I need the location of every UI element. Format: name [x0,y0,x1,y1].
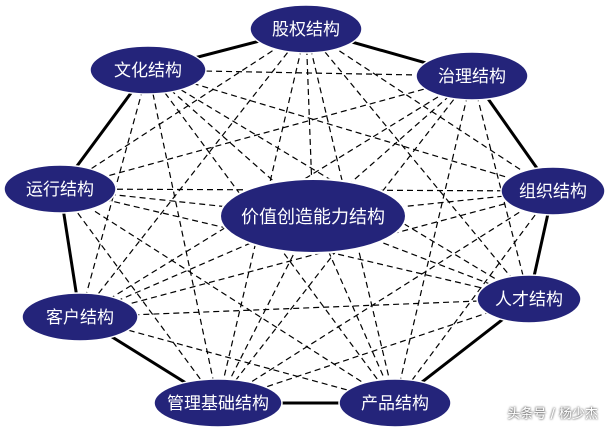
node-ellipse [89,45,207,95]
dashed-link [217,75,473,404]
node-ellipse [338,378,452,428]
dashed-link [79,316,396,404]
center-label: 价值创造能力结构 [241,207,385,228]
dashed-link [79,28,307,318]
node-label: 治理结构 [438,67,506,87]
dashed-link [305,28,554,192]
watermark: 头条号 / 杨少杰 [507,407,598,422]
dashed-link [59,188,219,404]
node-governance: 治理结构 [415,51,529,101]
node-label: 管理基础结构 [167,394,269,414]
dashed-link [79,190,554,318]
node-organization: 组织结构 [500,166,606,216]
node-label: 运行结构 [26,180,94,200]
center-node: 价值创造能力结构 [219,178,407,254]
node-label: 文化结构 [114,61,182,81]
node-management: 管理基础结构 [153,378,283,428]
dashed-link [471,75,530,300]
dashed-link [59,75,473,190]
dashed-link [79,69,149,318]
node-ellipse [415,51,529,101]
node-operation: 运行结构 [3,164,117,214]
node-customer: 客户结构 [21,292,139,342]
node-label: 客户结构 [46,308,114,328]
dashed-link [305,28,530,300]
dashed-center-link [312,75,473,217]
dashed-link [59,28,307,190]
dashed-link [147,69,219,404]
dashed-link [59,188,554,192]
dashed-link [79,298,530,318]
dashed-link [394,75,473,404]
node-culture: 文化结构 [89,45,207,95]
node-ellipse [476,274,582,324]
node-ellipse [500,166,606,216]
node-ellipse [3,164,117,214]
node-label: 股权结构 [272,20,340,40]
node-ellipse [249,4,363,54]
dashed-link [217,298,530,404]
node-talent: 人才结构 [476,274,582,324]
dashed-link [394,190,554,404]
dashed-link [217,190,554,404]
dashed-link [147,69,396,404]
node-label: 人才结构 [495,290,563,310]
node-ellipse [21,292,139,342]
node-product: 产品结构 [338,378,452,428]
center-ellipse [219,178,407,254]
dashed-link [59,188,396,404]
node-label: 组织结构 [519,182,587,202]
dashed-link [147,69,554,192]
node-label: 产品结构 [361,394,429,414]
node-ellipse [153,378,283,428]
outer-nonagon [58,27,555,405]
node-equity: 股权结构 [249,4,363,54]
